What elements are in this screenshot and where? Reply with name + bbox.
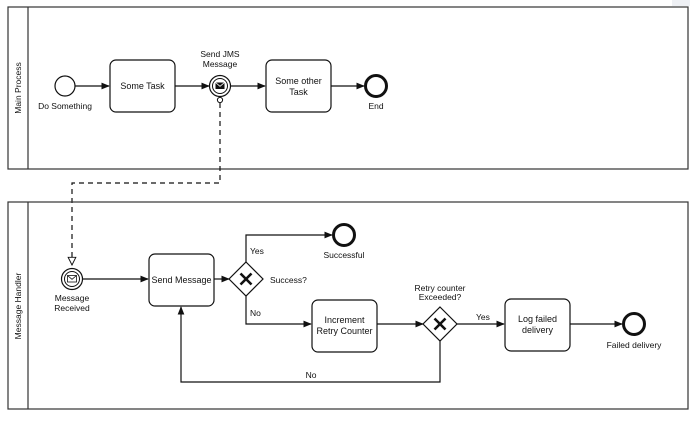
send-event-label-line2: Message [203,59,238,69]
message-flow [72,96,224,265]
task-some-other-task[interactable] [265,59,332,113]
gateway-success-label: Success? [270,275,307,285]
end-event-failed-delivery[interactable] [622,312,646,336]
successful-label: Successful [323,250,364,260]
end-event-label: End [368,101,383,111]
end-event-successful[interactable] [332,223,356,247]
no-label-2: No [306,370,317,380]
yes-label-1: Yes [250,246,264,256]
increment-label-line1: Increment [324,315,365,325]
start-event-do-something[interactable] [54,75,76,97]
gateway-retry-label-line2: Exceeded? [419,292,462,302]
send-jms-message-event[interactable] [208,74,232,98]
task-log-failed-delivery[interactable] [504,298,571,352]
message-received-start-event[interactable] [60,267,84,291]
flow-no-loop-to-send [177,306,441,383]
gateway-retry-exceeded[interactable] [422,306,458,342]
no-label-1: No [250,308,261,318]
pool-handler-label: Message Handler [13,273,23,340]
increment-label-line2: Retry Counter [316,326,372,336]
end-event[interactable] [364,74,388,98]
task-some-task-label: Some Task [120,81,165,91]
flow-yes-to-successful [245,231,333,262]
failed-delivery-label: Failed delivery [607,340,663,350]
message-received-label-line1: Message [55,293,90,303]
start-event-label: Do Something [38,101,92,111]
exclusive-x-icon [239,272,253,286]
task-send-message[interactable] [148,253,215,307]
pool-handler-border [7,201,689,410]
envelope-icon [67,275,77,283]
gateway-success[interactable] [228,261,264,297]
send-event-label-line1: Send JMS [200,49,240,59]
message-received-label-line2: Received [54,303,90,313]
task-send-message-label: Send Message [151,275,211,285]
task-some-other-label-line2: Task [289,87,308,97]
yes-label-2: Yes [476,312,490,322]
corner-decoration [672,0,690,6]
envelope-filled-icon [215,82,225,89]
pool-main-label: Main Process [13,62,23,114]
task-increment-retry-counter[interactable] [311,299,378,353]
gateway-retry-label-line1: Retry counter [414,283,465,293]
task-some-other-label-line1: Some other [275,76,322,86]
log-label-line1: Log failed [518,314,557,324]
exclusive-x-icon [433,317,447,331]
flow-no-to-increment [245,296,312,328]
log-label-line2: delivery [522,325,554,335]
pool-message-handler: Message Handler [7,201,689,410]
